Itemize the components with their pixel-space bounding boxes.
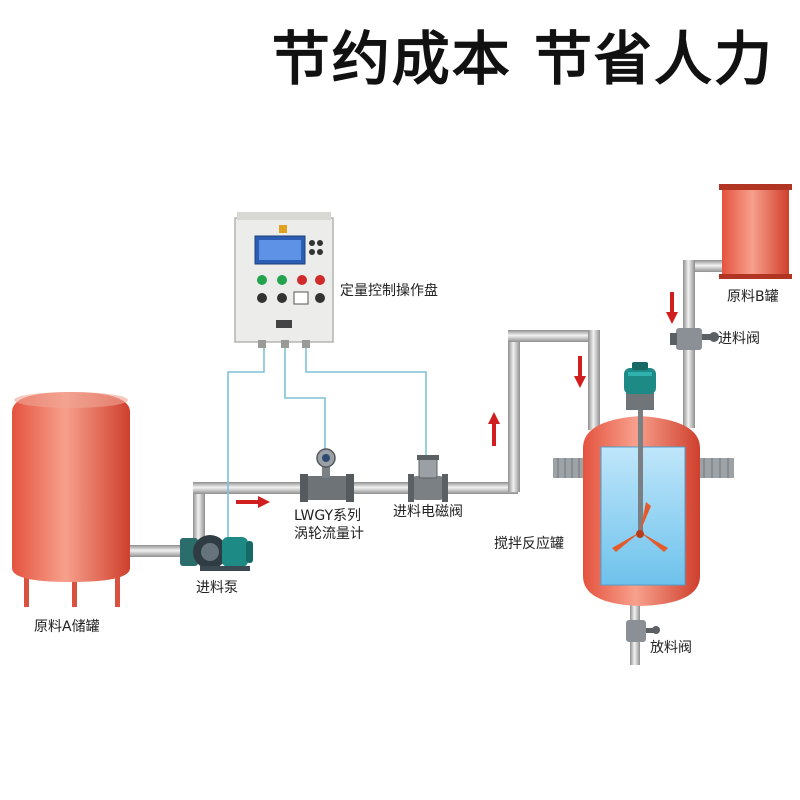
tank-a <box>12 392 130 607</box>
label-flowmeter-line1: LWGY系列 <box>294 508 362 524</box>
turbine-flowmeter <box>300 448 354 502</box>
flow-arrow-down-reactor <box>574 356 586 388</box>
feed-valve <box>670 328 719 350</box>
tank-b <box>719 184 792 279</box>
control-panel <box>234 212 334 348</box>
feed-pump <box>180 535 253 571</box>
label-tank-a: 原料A储罐 <box>34 619 100 635</box>
flow-arrows <box>236 292 678 508</box>
reactor <box>553 362 734 606</box>
solenoid-valve <box>408 455 448 502</box>
signal-wires <box>227 345 427 540</box>
label-solenoid-valve: 进料电磁阀 <box>393 504 463 520</box>
label-discharge-valve: 放料阀 <box>650 640 692 656</box>
flow-arrow-down-tank-b <box>666 292 678 324</box>
label-reactor: 搅拌反应罐 <box>494 536 564 552</box>
label-feed-valve: 进料阀 <box>718 331 760 347</box>
label-feed-pump: 进料泵 <box>196 580 238 596</box>
flow-arrow-up <box>488 412 500 446</box>
headline: 节约成本 节省人力 <box>271 25 774 93</box>
label-control-panel: 定量控制操作盘 <box>340 283 438 299</box>
discharge-valve <box>626 620 660 642</box>
label-tank-b: 原料B罐 <box>727 289 779 305</box>
label-flowmeter-line2: 涡轮流量计 <box>294 526 364 542</box>
flow-arrow-right <box>236 496 270 508</box>
